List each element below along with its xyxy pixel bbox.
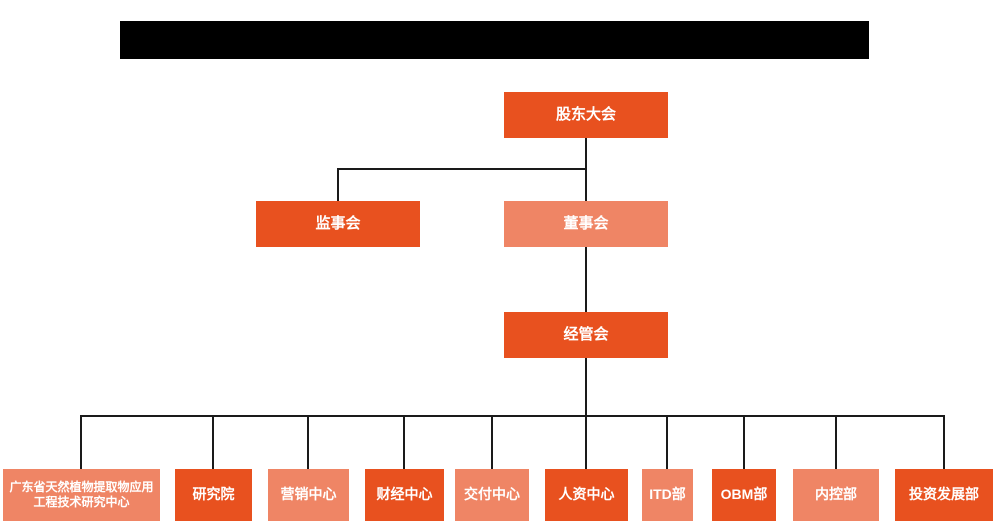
- connector-drop-research-institute: [212, 417, 214, 469]
- org-node-gd-plant-extract-research-center: 广东省天然植物提取物应用工程技术研究中心: [3, 469, 160, 521]
- org-node-obm-department: OBM部: [712, 469, 776, 521]
- connector-level4-horizontal: [80, 415, 945, 417]
- org-node-supervisory-board: 监事会: [256, 201, 420, 247]
- connector-drop-supervisory-board: [337, 168, 339, 201]
- org-node-research-institute: 研究院: [175, 469, 252, 521]
- connector-drop-finance-center: [403, 417, 405, 469]
- org-node-board-of-directors: 董事会: [504, 201, 668, 247]
- connector-drop-itd-department: [666, 417, 668, 469]
- redacted-title-bar: [120, 21, 869, 59]
- org-node-management-committee: 经管会: [504, 312, 668, 358]
- org-node-itd-department: ITD部: [642, 469, 693, 521]
- org-node-finance-center: 财经中心: [365, 469, 444, 521]
- connector-level2-horizontal: [337, 168, 587, 170]
- connector-drop-obm-department: [743, 417, 745, 469]
- org-node-hr-center: 人资中心: [545, 469, 628, 521]
- org-node-internal-control-department: 内控部: [793, 469, 879, 521]
- org-node-marketing-center: 营销中心: [268, 469, 349, 521]
- connector-drop-delivery-center: [491, 417, 493, 469]
- connector-directors-to-management: [585, 246, 587, 312]
- connector-drop-investment-development: [943, 417, 945, 469]
- connector-drop-gd-research-center: [80, 417, 82, 469]
- connector-drop-internal-control: [835, 417, 837, 469]
- connector-drop-marketing-center: [307, 417, 309, 469]
- connector-management-to-departments: [585, 357, 587, 469]
- org-node-delivery-center: 交付中心: [455, 469, 529, 521]
- org-node-investment-development-department: 投资发展部: [895, 469, 993, 521]
- org-node-shareholders-meeting: 股东大会: [504, 92, 668, 138]
